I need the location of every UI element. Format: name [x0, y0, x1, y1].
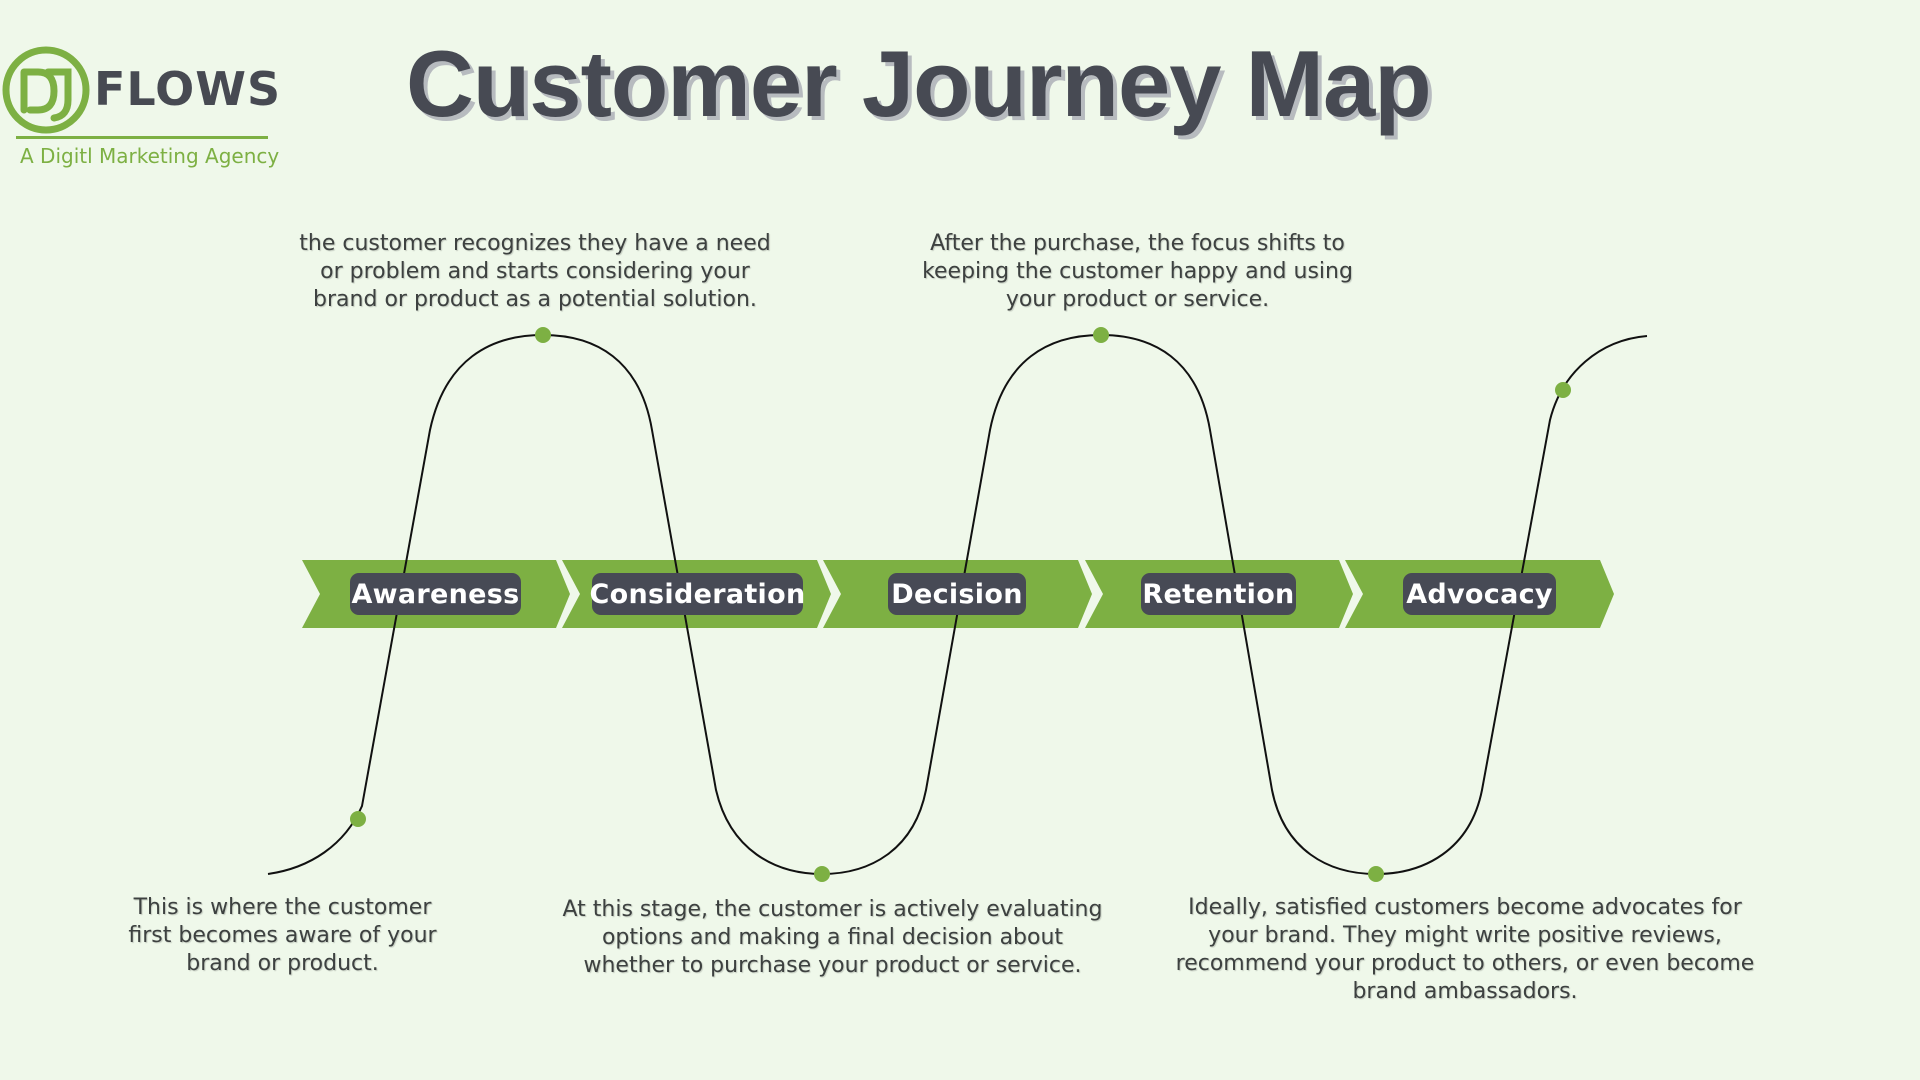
stage-awareness[interactable]: Awareness	[350, 573, 521, 615]
journey-curve	[267, 333, 1648, 876]
logo-wordmark: FLOWS	[94, 62, 282, 116]
journey-dot-advocacy-bottom	[1368, 866, 1384, 882]
logo-tagline: A Digitl Marketing Agency	[20, 144, 280, 168]
awareness-description: This is where the customer first becomes…	[128, 895, 437, 976]
page-title: Customer Journey Map	[406, 31, 1432, 136]
journey-dot-decision	[814, 866, 830, 882]
stage-retention[interactable]: Retention	[1141, 573, 1296, 615]
stage-advocacy[interactable]: Advocacy	[1403, 573, 1556, 615]
stage-decision[interactable]: Decision	[888, 573, 1026, 615]
retention-description: After the purchase, the focus shifts to …	[922, 231, 1353, 312]
decision-description: At this stage, the customer is actively …	[562, 897, 1103, 978]
advocacy-description: Ideally, satisfied customers become advo…	[1175, 895, 1755, 1004]
logo-mark-icon	[2, 46, 90, 134]
consideration-description: the customer recognizes they have a need…	[299, 231, 771, 312]
stage-consideration[interactable]: Consideration	[590, 573, 805, 615]
logo-divider	[16, 136, 268, 139]
company-logo: FLOWS A Digitl Marketing Agency	[0, 44, 280, 174]
journey-dot-consideration	[535, 327, 551, 343]
journey-dot-awareness	[350, 811, 366, 827]
journey-dot-retention	[1093, 327, 1109, 343]
journey-dot-advocacy	[1555, 382, 1571, 398]
